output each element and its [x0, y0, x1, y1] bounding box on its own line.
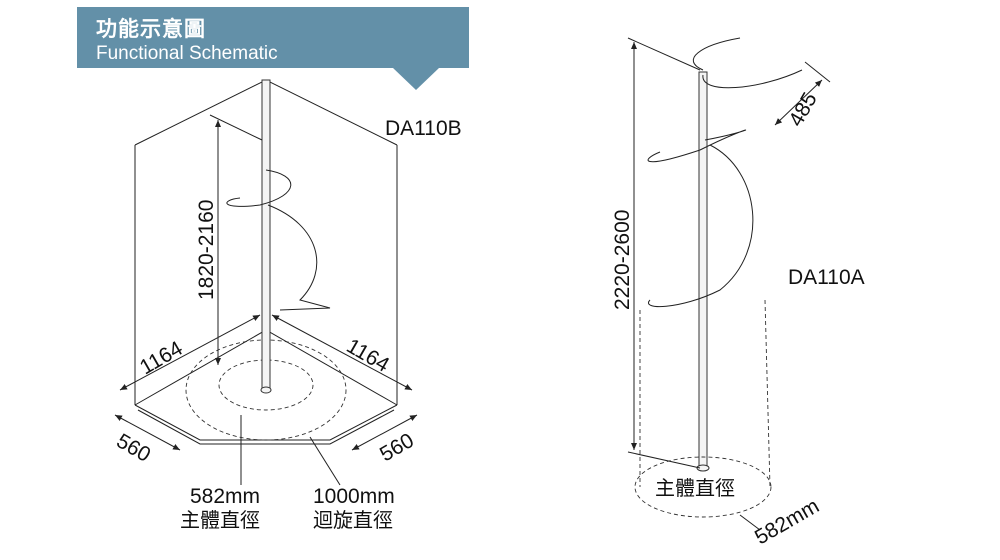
- right-body-diameter-label: 主體直徑: [655, 476, 735, 500]
- arm-length-dimension: 485: [784, 89, 821, 131]
- left-wall-dimension: 1164: [136, 337, 187, 380]
- right-edge-dimension: 560: [376, 429, 418, 466]
- right-pole: [647, 37, 803, 472]
- right-height-dimension: 2220-2600: [611, 210, 634, 310]
- right-floor-circle: [634, 299, 772, 518]
- left-height-dimension: 1820-2160: [195, 200, 218, 300]
- right-dimension-lines: [627, 37, 831, 531]
- left-body-diameter: 582mm: [190, 485, 260, 508]
- left-dimension-lines: [114, 114, 418, 486]
- left-edge-dimension: 560: [113, 429, 155, 466]
- title-en: Functional Schematic: [96, 43, 278, 64]
- title-zh: 功能示意圖: [96, 17, 206, 41]
- left-swing-diameter-label: 迴旋直徑: [313, 508, 393, 532]
- left-model-label: DA110B: [385, 117, 462, 140]
- left-swing-diameter: 1000mm: [313, 485, 395, 508]
- right-body-diameter: 582mm: [751, 494, 823, 549]
- left-pole: [226, 79, 331, 394]
- left-body-diameter-label: 主體直徑: [180, 508, 260, 532]
- banner-pointer: [393, 68, 439, 90]
- right-wall-dimension: 1164: [343, 334, 394, 377]
- header-banner: 功能示意圖 Functional Schematic: [77, 7, 469, 68]
- right-model-label: DA110A: [788, 266, 865, 289]
